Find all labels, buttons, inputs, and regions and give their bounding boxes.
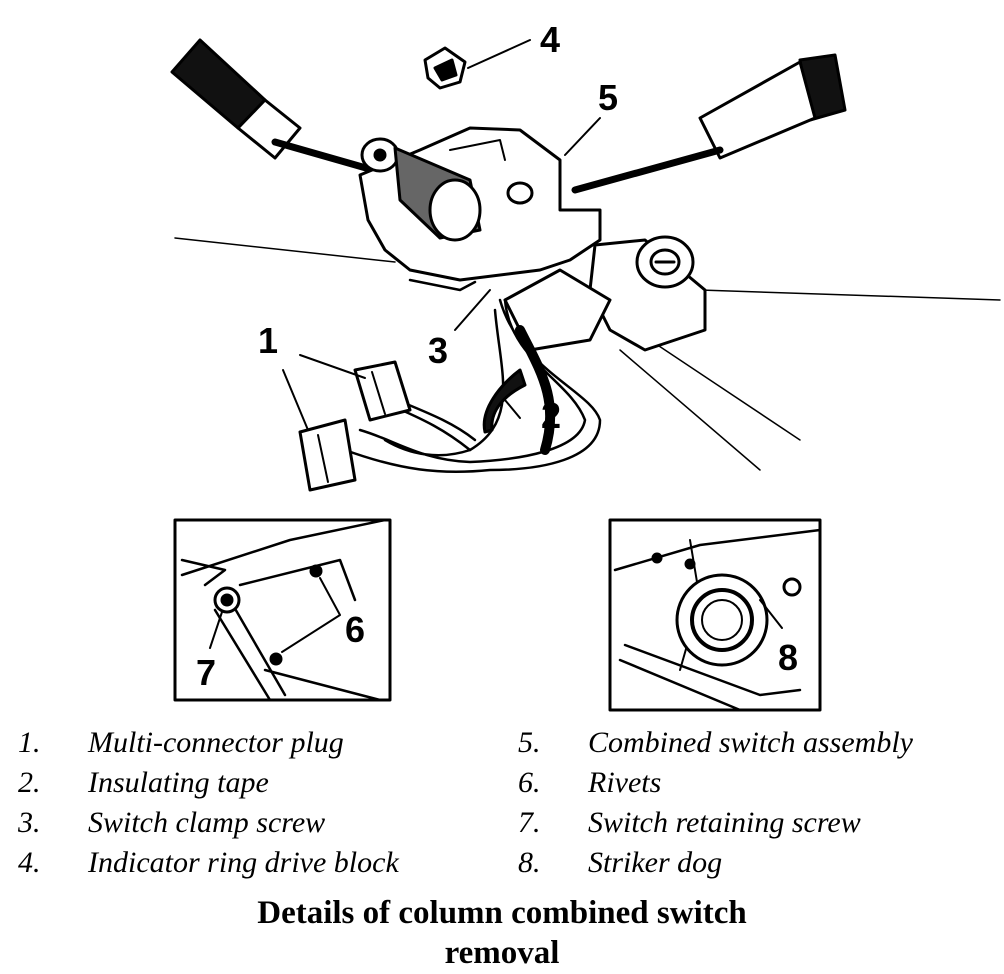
- legend-text: Switch clamp screw: [88, 806, 326, 839]
- legend-number: 5.: [518, 726, 541, 759]
- callout-5: 5: [598, 77, 618, 118]
- callout-3: 3: [428, 330, 448, 371]
- column-line-right: [699, 289, 1001, 301]
- right-stalk-lever: [571, 53, 847, 194]
- leader-lines: [282, 39, 601, 431]
- legend-number: 6.: [518, 766, 541, 799]
- callout-6: 6: [345, 609, 365, 650]
- callout-4: 4: [540, 19, 560, 60]
- legend-item: 6. Rivets: [518, 763, 913, 803]
- legend-item: 1. Multi-connector plug: [18, 723, 399, 763]
- ignition-lock: [588, 235, 707, 352]
- callout-1: 1: [258, 320, 278, 361]
- callout-8: 8: [778, 637, 798, 678]
- multi-connector-plug-lower: [298, 418, 357, 492]
- legend-right: 5. Combined switch assembly 6. Rivets 7. Sw…: [518, 723, 913, 883]
- legend-item: 3. Switch clamp screw: [18, 803, 399, 843]
- wiring-harness: [343, 298, 602, 474]
- legend-number: 7.: [518, 806, 541, 839]
- legend-text: Indicator ring drive block: [88, 846, 399, 879]
- legend-text: Switch retaining screw: [588, 806, 861, 839]
- inset-striker-dog-detail: [608, 518, 822, 712]
- legend-number: 8.: [518, 846, 541, 879]
- column-line-left: [174, 237, 396, 263]
- legend-item: 8. Striker dog: [518, 843, 913, 883]
- legend-number: 2.: [18, 766, 41, 799]
- legend-item: 5. Combined switch assembly: [518, 723, 913, 763]
- callout-2: 2: [541, 395, 561, 436]
- legend-text: Rivets: [588, 766, 662, 799]
- legend-left: 1. Multi-connector plug 2. Insulating tape…: [18, 723, 399, 883]
- legend-number: 3.: [18, 806, 41, 839]
- legend-item: 4. Indicator ring drive block: [18, 843, 399, 883]
- indicator-ring-drive-block: [423, 46, 467, 90]
- shroud-line-2: [649, 339, 801, 441]
- legend-text: Striker dog: [588, 846, 723, 879]
- shroud-line-1: [619, 349, 761, 471]
- legend-number: 1.: [18, 726, 41, 759]
- legend-text: Multi-connector plug: [88, 726, 344, 759]
- inset-rivets-detail: [173, 518, 392, 702]
- figure-caption-line-2: removal: [444, 935, 560, 971]
- multi-connector-plug-upper: [353, 360, 412, 422]
- callout-7: 7: [196, 652, 216, 693]
- left-stalk-lever: [170, 38, 384, 176]
- legend-item: 2. Insulating tape: [18, 763, 399, 803]
- splined-hub: [360, 137, 482, 242]
- legend-text: Combined switch assembly: [588, 726, 913, 759]
- insulating-tape: [482, 368, 527, 434]
- legend-number: 4.: [18, 846, 41, 879]
- legend-item: 7. Switch retaining screw: [518, 803, 913, 843]
- figure-caption-line-1: Details of column combined switch: [257, 895, 747, 931]
- legend-text: Insulating tape: [88, 766, 269, 799]
